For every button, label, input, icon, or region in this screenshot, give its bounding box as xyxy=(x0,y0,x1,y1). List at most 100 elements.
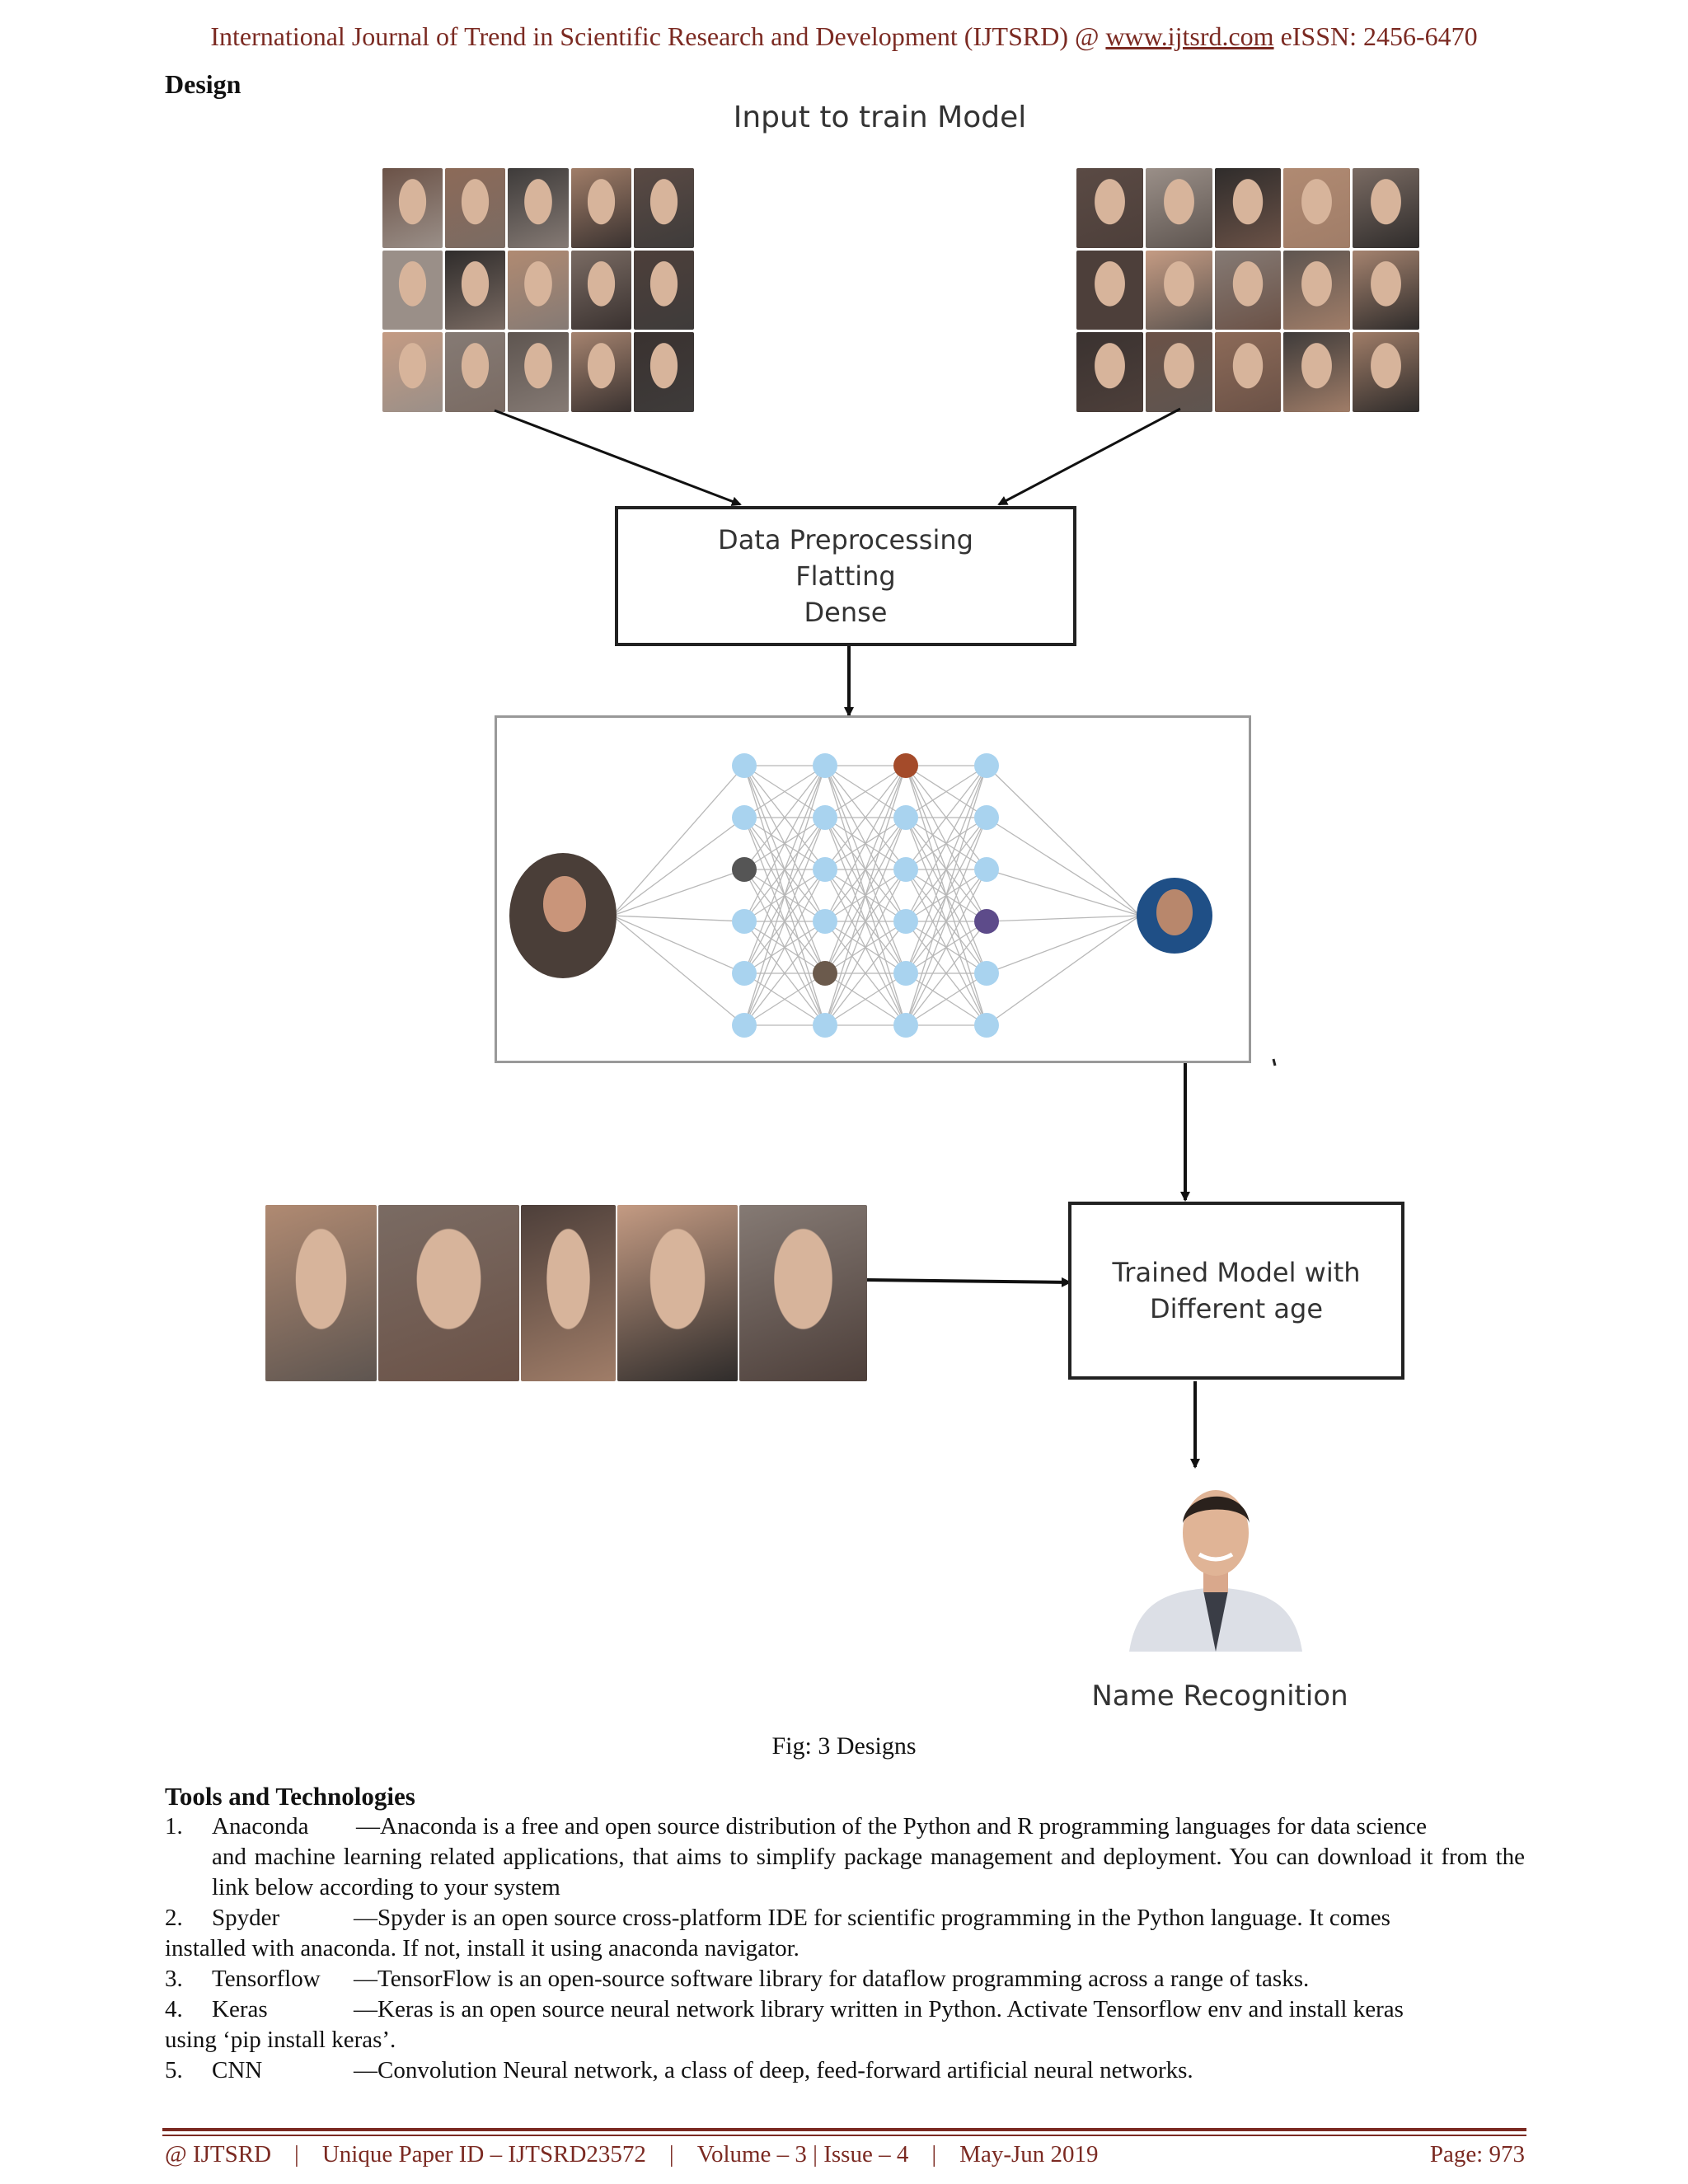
photo-tile xyxy=(1283,332,1351,412)
footer-date: May-Jun 2019 xyxy=(959,2141,1099,2168)
preprocessing-line-2: Flatting xyxy=(795,560,896,592)
list-item: 2. Spyder—Spyder is an open source cross… xyxy=(165,1903,1525,1964)
hidden-link xyxy=(824,921,907,1026)
tool-desc-rest: using ‘pip install keras’. xyxy=(165,2027,396,2053)
output-link xyxy=(986,915,1141,1026)
journal-url-link[interactable]: www.ijtsrd.com xyxy=(1105,21,1274,51)
input-link xyxy=(612,817,745,916)
arrow-left-to-preprocess xyxy=(494,409,742,507)
tools-list: 1. Anaconda—Anaconda is a free and open … xyxy=(165,1811,1525,2086)
training-photos-female xyxy=(1076,168,1419,412)
hidden-link xyxy=(743,921,826,1026)
footer-org: @ IJTSRD xyxy=(165,2141,272,2168)
hidden-link xyxy=(743,972,826,1026)
tool-term: Spyder xyxy=(212,1905,280,1931)
journal-issn: eISSN: 2456-6470 xyxy=(1273,21,1478,51)
hidden-link xyxy=(905,765,987,1026)
network-node xyxy=(813,1013,837,1038)
photo-tile xyxy=(520,1205,617,1381)
hidden-link xyxy=(905,765,987,818)
hidden-link xyxy=(905,765,987,922)
tool-desc: —Anaconda is a free and open source dist… xyxy=(356,1813,1427,1840)
output-link xyxy=(986,915,1141,974)
photo-tile xyxy=(1076,250,1143,330)
tool-term: Tensorflow xyxy=(212,1966,321,1992)
hidden-link xyxy=(743,765,826,870)
photo-tile xyxy=(1076,168,1143,248)
footer-page: Page: 973 xyxy=(1429,2141,1525,2168)
arrow-test-to-trained xyxy=(866,1277,1071,1287)
tool-desc: —TensorFlow is an open-source software l… xyxy=(354,1966,1310,1992)
hidden-link xyxy=(743,817,826,1026)
figure-connectors xyxy=(494,407,1277,1469)
hidden-link xyxy=(824,765,907,818)
photo-tile xyxy=(445,168,506,248)
network-node xyxy=(974,1013,999,1038)
footer-rule xyxy=(162,2128,1526,2131)
output-label: Name Recognition xyxy=(1091,1680,1348,1713)
footer-paper-id: Unique Paper ID – IJTSRD23572 xyxy=(321,2141,646,2168)
footer-volume: Volume – 3 | Issue – 4 xyxy=(696,2141,909,2168)
network-node xyxy=(813,805,837,830)
photo-tile xyxy=(445,250,506,330)
photo-tile xyxy=(508,168,569,248)
hidden-link xyxy=(824,765,907,1026)
input-link xyxy=(612,915,745,922)
running-header: International Journal of Trend in Scient… xyxy=(0,21,1688,52)
network-node xyxy=(893,1013,918,1038)
output-link xyxy=(986,915,1141,922)
section-heading-tools: Tools and Technologies xyxy=(165,1782,415,1811)
hidden-link xyxy=(743,765,826,974)
neural-network-panel xyxy=(495,715,1251,1063)
hidden-link xyxy=(743,869,826,1026)
photo-tile xyxy=(1353,250,1419,330)
network-node xyxy=(893,805,918,830)
output-link xyxy=(986,869,1141,916)
network-node xyxy=(813,753,837,778)
footer-rule-thin xyxy=(162,2135,1526,2136)
tool-desc-rest: and machine learning related application… xyxy=(212,1844,1525,1900)
photo-tile xyxy=(570,250,631,330)
photo-tile xyxy=(1353,332,1419,412)
photo-tile xyxy=(265,1205,377,1381)
training-photos-male xyxy=(382,168,694,412)
trained-model-box: Trained Model with Different age xyxy=(1068,1202,1404,1380)
input-link xyxy=(612,915,745,974)
network-node xyxy=(732,857,757,882)
hidden-link xyxy=(824,817,907,1026)
preprocessing-line-1: Data Preprocessing xyxy=(718,524,973,555)
photo-tile xyxy=(1283,250,1351,330)
tool-desc: —Spyder is an open source cross-platform… xyxy=(354,1905,1390,1931)
network-node xyxy=(893,857,918,882)
network-node xyxy=(813,857,837,882)
hidden-link xyxy=(905,921,987,1026)
hidden-link xyxy=(824,972,907,1026)
photo-tile xyxy=(1283,168,1351,248)
network-node xyxy=(732,909,757,934)
network-node xyxy=(893,909,918,934)
list-item: 3. Tensorflow—TensorFlow is an open-sour… xyxy=(165,1964,1525,1994)
hidden-link xyxy=(905,765,987,870)
network-node xyxy=(813,961,837,986)
photo-tile xyxy=(633,332,694,412)
figure-caption: Fig: 3 Designs xyxy=(771,1732,917,1760)
network-node xyxy=(893,961,918,986)
photo-tile xyxy=(738,1205,867,1381)
photo-tile xyxy=(382,332,443,412)
hidden-link xyxy=(824,869,907,1026)
preprocessing-box: Data Preprocessing Flatting Dense xyxy=(615,506,1076,646)
network-node xyxy=(974,909,999,934)
photo-tile xyxy=(508,332,569,412)
network-node xyxy=(732,805,757,830)
input-face xyxy=(543,876,586,932)
tool-desc-rest: installed with anaconda. If not, install… xyxy=(165,1935,799,1961)
preprocessing-line-3: Dense xyxy=(804,597,888,628)
photo-tile xyxy=(1214,168,1282,248)
tool-desc: —Keras is an open source neural network … xyxy=(354,1996,1404,2022)
network-node xyxy=(974,961,999,986)
photo-tile xyxy=(1076,332,1143,412)
hidden-link xyxy=(824,765,907,974)
list-item: 1. Anaconda—Anaconda is a free and open … xyxy=(165,1811,1525,1903)
photo-tile xyxy=(445,332,506,412)
photo-tile xyxy=(617,1205,738,1381)
